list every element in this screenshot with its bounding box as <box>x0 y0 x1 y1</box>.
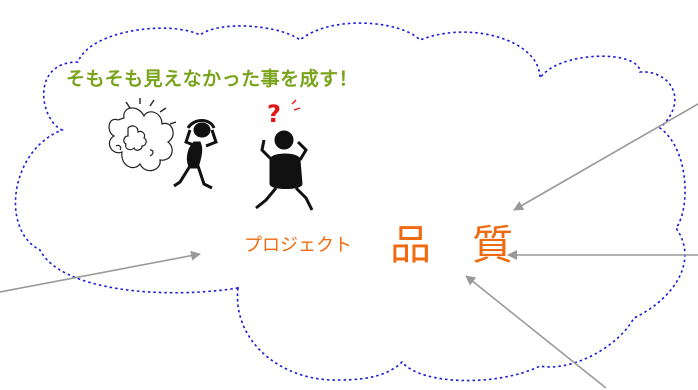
quality-label: 品 質 <box>390 221 528 269</box>
arrow-bottom-right <box>465 275 607 389</box>
explosion-icon <box>108 98 177 172</box>
head-holding-figure-icon <box>173 119 218 190</box>
caption-text: そもそも見えなかった事を成す！ <box>66 68 359 90</box>
arrow-left <box>0 250 201 293</box>
project-label: プロジェクト <box>244 235 352 256</box>
question-mark: ? <box>267 100 281 128</box>
confused-figure-icon <box>255 99 314 211</box>
cloud-outline <box>14 22 686 382</box>
arrow-top-right <box>513 103 698 211</box>
